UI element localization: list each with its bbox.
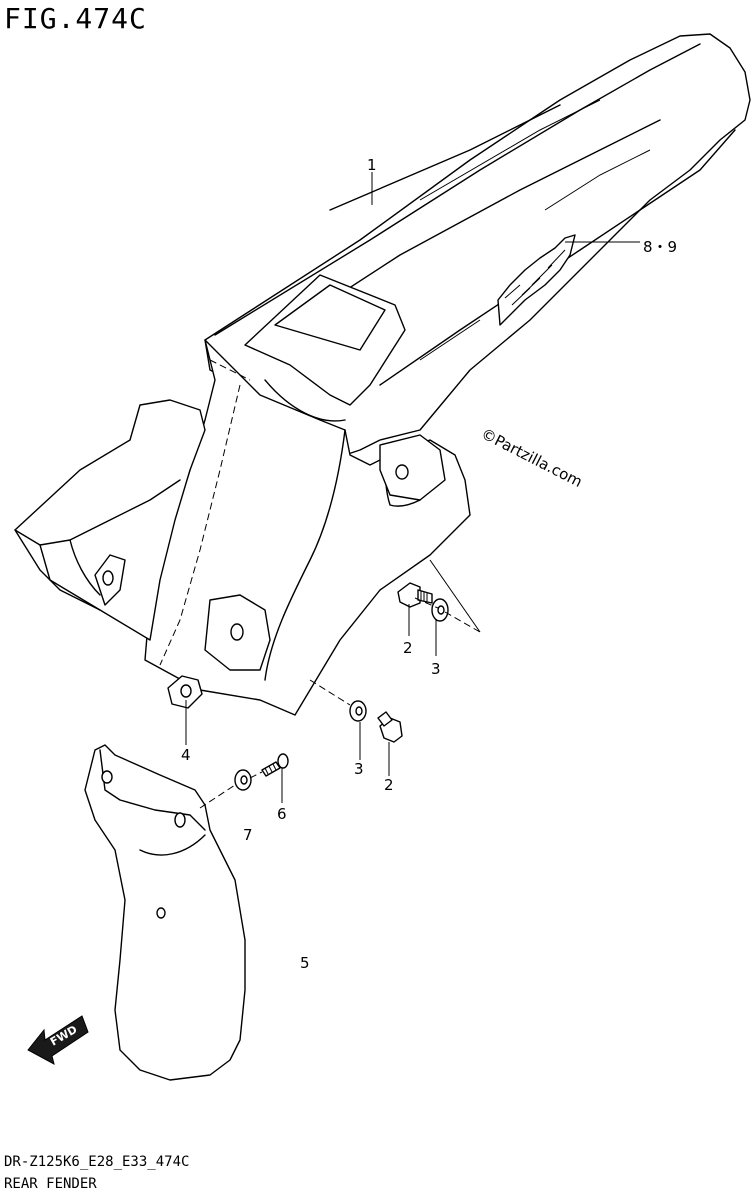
callout-2-lower: 2 — [384, 776, 394, 794]
washer-part[interactable] — [431, 598, 449, 622]
callout-7: 7 — [243, 826, 253, 844]
callout-1: 1 — [367, 156, 377, 174]
bolt-part[interactable] — [397, 582, 433, 608]
callout-3-upper: 3 — [431, 660, 441, 678]
callout-4: 4 — [181, 746, 191, 764]
fwd-arrow-icon: FWD — [27, 1015, 89, 1065]
emblem-part[interactable] — [497, 234, 576, 326]
watermark-text: ©Partzilla.com — [478, 425, 585, 491]
bolt-part[interactable] — [377, 711, 403, 743]
callout-3-lower: 3 — [354, 760, 364, 778]
washer-part[interactable] — [234, 769, 252, 791]
callout-5: 5 — [300, 954, 310, 972]
grommet-part[interactable] — [167, 675, 203, 709]
rear-fender-part[interactable] — [14, 33, 751, 716]
figure-code: DR-Z125K6_E28_E33_474C — [4, 1154, 190, 1170]
washer-part[interactable] — [349, 700, 367, 722]
mud-flap-part[interactable] — [84, 744, 246, 1081]
callout-6: 6 — [277, 805, 287, 823]
callout-2-upper: 2 — [403, 639, 413, 657]
figure-name: REAR FENDER — [4, 1176, 97, 1192]
screw-part[interactable] — [261, 753, 289, 777]
callout-8-9: 8・9 — [643, 238, 677, 256]
figure-title: FIG.474C — [4, 2, 147, 35]
